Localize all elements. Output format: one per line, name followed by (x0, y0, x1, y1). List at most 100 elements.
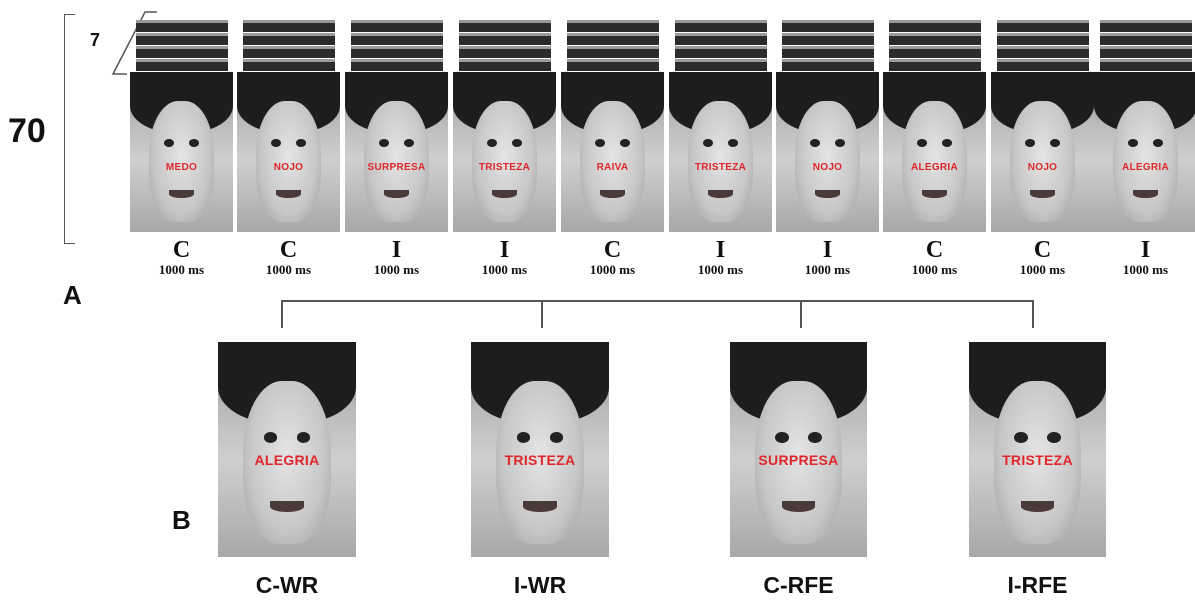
duration-label: 1000 ms (883, 262, 986, 277)
face-stimulus: ALEGRIA (1094, 72, 1195, 232)
face-stack-layer (136, 59, 228, 71)
duration-label: 1000 ms (237, 262, 340, 277)
connector-horizontal (281, 300, 1033, 302)
face-stack-layer (997, 59, 1089, 71)
duration-label: 1000 ms (130, 262, 233, 277)
face-stack-layer (675, 46, 767, 58)
condition-letter: C (561, 238, 664, 262)
face-stack-layer (889, 46, 981, 58)
emotion-word: TRISTEZA (453, 162, 556, 173)
face-stimulus: TRISTEZA (669, 72, 772, 232)
trial-condition: I1000 ms (776, 238, 879, 277)
condition-letter: I (669, 238, 772, 262)
face-stimulus: MEDO (130, 72, 233, 232)
face-stack-layer (136, 33, 228, 45)
trial-condition: I1000 ms (1094, 238, 1195, 277)
face-stack-layer (243, 59, 335, 71)
trial-condition: C1000 ms (130, 238, 233, 277)
face-stimulus: NOJO (991, 72, 1094, 232)
face-stack-layer (675, 20, 767, 32)
face-stack-layer (351, 20, 443, 32)
face-mouth (782, 501, 815, 512)
condition-letter: C (130, 238, 233, 262)
face-stack-layer (997, 33, 1089, 45)
condition-letter: I (1094, 238, 1195, 262)
condition-type-label: I-WR (460, 572, 620, 599)
face-eye (808, 432, 822, 443)
face-stack-layer (997, 46, 1089, 58)
connector-drop-2 (541, 300, 543, 328)
example-face: TRISTEZA (471, 342, 609, 557)
emotion-word: ALEGRIA (218, 452, 356, 468)
duration-label: 1000 ms (561, 262, 664, 277)
face-stack-layer (243, 33, 335, 45)
face-stack-layer (567, 20, 659, 32)
face-stimulus: NOJO (776, 72, 879, 232)
face-stack-layer (567, 59, 659, 71)
emotion-word: NOJO (776, 162, 879, 173)
duration-label: 1000 ms (991, 262, 1094, 277)
face-stack-layer (459, 46, 551, 58)
face-stack-layer (136, 20, 228, 32)
face-stack-layer (782, 20, 874, 32)
face-stack-layer (243, 20, 335, 32)
connector-drop-4 (1032, 300, 1034, 328)
face-stack-layer (567, 33, 659, 45)
face-stack-layer (1100, 46, 1192, 58)
face-stack-layer (889, 59, 981, 71)
panel-label-a: A (63, 280, 82, 311)
face-eye (1014, 432, 1028, 443)
condition-letter: C (237, 238, 340, 262)
face-stack-layer (567, 46, 659, 58)
emotion-word: TRISTEZA (471, 452, 609, 468)
trials-count: 70 (8, 112, 46, 151)
face-stack-layer (351, 46, 443, 58)
condition-letter: I (776, 238, 879, 262)
face-mouth (523, 501, 556, 512)
face-stack-layer (243, 46, 335, 58)
emotion-word: SURPRESA (345, 162, 448, 173)
emotion-word: SURPRESA (730, 452, 867, 468)
emotion-word: NOJO (991, 162, 1094, 173)
face-stack-layer (351, 33, 443, 45)
trial-condition: C1000 ms (883, 238, 986, 277)
condition-letter: I (345, 238, 448, 262)
face-stack-layer (889, 33, 981, 45)
example-face: SURPRESA (730, 342, 867, 557)
face-stack-layer (675, 33, 767, 45)
emotion-word: TRISTEZA (969, 452, 1106, 468)
face-stimulus: RAIVA (561, 72, 664, 232)
face-stack-layer (459, 59, 551, 71)
trial-condition: I1000 ms (453, 238, 556, 277)
face-mouth (1021, 501, 1054, 512)
face-stack-layer (889, 20, 981, 32)
trial-condition: I1000 ms (669, 238, 772, 277)
face-stack-layer (459, 20, 551, 32)
trial-condition: I1000 ms (345, 238, 448, 277)
face-stack-layer (1100, 33, 1192, 45)
panel-label-b: B (172, 505, 191, 536)
face-stack-layer (782, 33, 874, 45)
face-stimulus: SURPRESA (345, 72, 448, 232)
trial-condition: C1000 ms (561, 238, 664, 277)
condition-type-label: I-RFE (958, 572, 1118, 599)
repetitions-count: 7 (90, 30, 100, 51)
example-face: TRISTEZA (969, 342, 1106, 557)
face-stack-layer (675, 59, 767, 71)
emotion-word: NOJO (237, 162, 340, 173)
example-face: ALEGRIA (218, 342, 356, 557)
duration-label: 1000 ms (776, 262, 879, 277)
trial-condition: C1000 ms (991, 238, 1094, 277)
face-stimulus: ALEGRIA (883, 72, 986, 232)
connector-drop-3 (800, 300, 802, 328)
duration-label: 1000 ms (1094, 262, 1195, 277)
duration-label: 1000 ms (669, 262, 772, 277)
face-stack-layer (351, 59, 443, 71)
emotion-word: ALEGRIA (883, 162, 986, 173)
duration-label: 1000 ms (453, 262, 556, 277)
face-mouth (270, 501, 303, 512)
face-stack-layer (136, 46, 228, 58)
trial-condition: C1000 ms (237, 238, 340, 277)
face-stack-layer (782, 59, 874, 71)
condition-letter: C (991, 238, 1094, 262)
